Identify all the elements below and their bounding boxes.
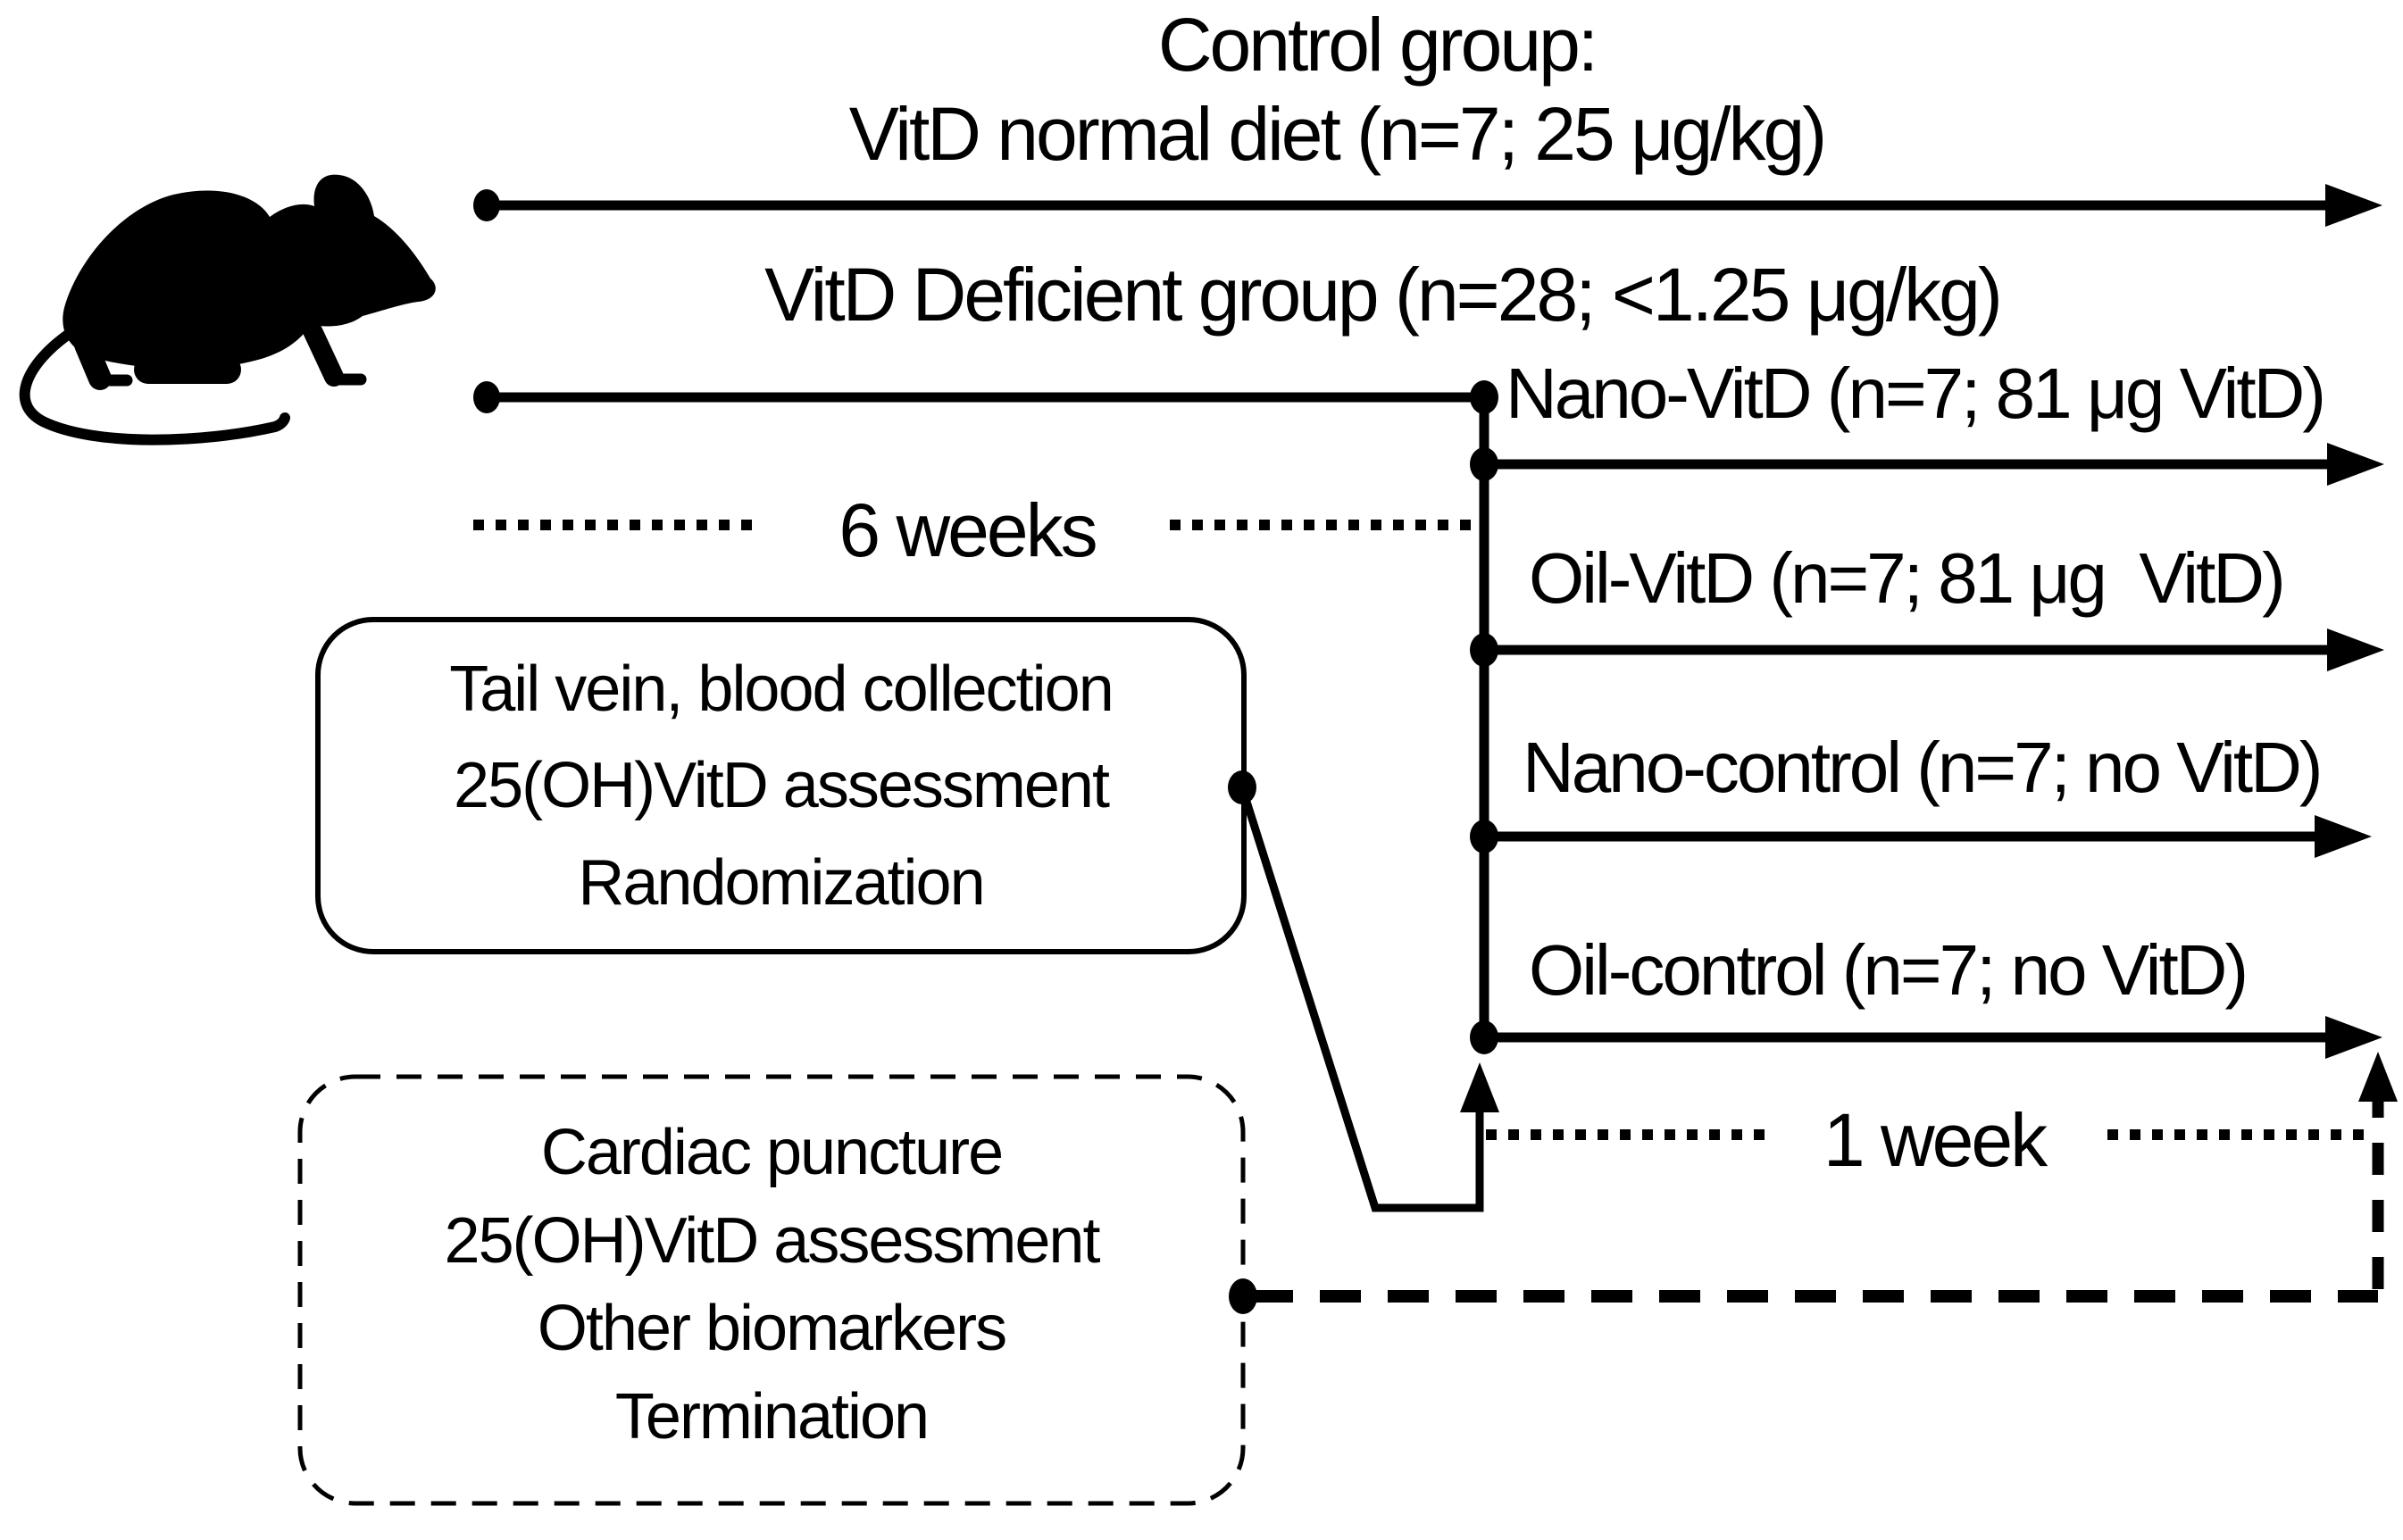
- six-weeks-label: 6 weeks: [839, 487, 1097, 572]
- one-week-label: 1 week: [1823, 1097, 2048, 1182]
- oil-vitd-arrow: [1470, 628, 2384, 671]
- terminal-connector: [1229, 1052, 2398, 1314]
- branch-label-oil-control: Oil-control (n=7; no VitD): [1529, 930, 2249, 1010]
- rat-tail: [19, 327, 290, 445]
- midpoint-box-line: Tail vein, blood collection: [449, 653, 1114, 725]
- control-group-title-line1: Control group:: [1157, 2, 1598, 87]
- terminal-box-line: 25(OH)VitD assessment: [444, 1204, 1101, 1277]
- terminal-box-line: Other biomarkers: [537, 1293, 1007, 1365]
- oil-control-arrow: [1470, 1016, 2382, 1059]
- rat-icon: [19, 174, 436, 445]
- nano-vitd-arrow: [1470, 443, 2384, 486]
- branch-label-nano-control: Nano-control (n=7; no VitD): [1523, 728, 2324, 807]
- control-group-title-line2: VitD normal diet (n=7; 25 μg/kg): [848, 91, 1827, 176]
- midpoint-connector: [1228, 770, 1499, 1212]
- terminal-box-line: Cardiac puncture: [540, 1117, 1004, 1189]
- terminal-box: Cardiac puncture 25(OH)VitD assessment O…: [300, 1077, 1243, 1503]
- deficient-line: [473, 380, 1498, 414]
- midpoint-box: Tail vein, blood collection 25(OH)VitD a…: [318, 620, 1244, 952]
- deficient-group-label: VitD Deficient group (n=28; <1.25 μg/kg): [764, 252, 2003, 337]
- nano-control-arrow: [1470, 815, 2372, 858]
- midpoint-box-line: 25(OH)VitD assessment: [454, 750, 1110, 821]
- control-arrow: [473, 184, 2382, 227]
- branch-label-nano-vitd: Nano-VitD (n=7; 81 μg VitD): [1506, 354, 2326, 433]
- midpoint-box-line: Randomization: [578, 846, 985, 919]
- terminal-box-line: Termination: [614, 1380, 930, 1453]
- branch-label-oil-vitd: Oil-VitD (n=7; 81 μg VitD): [1529, 538, 2286, 618]
